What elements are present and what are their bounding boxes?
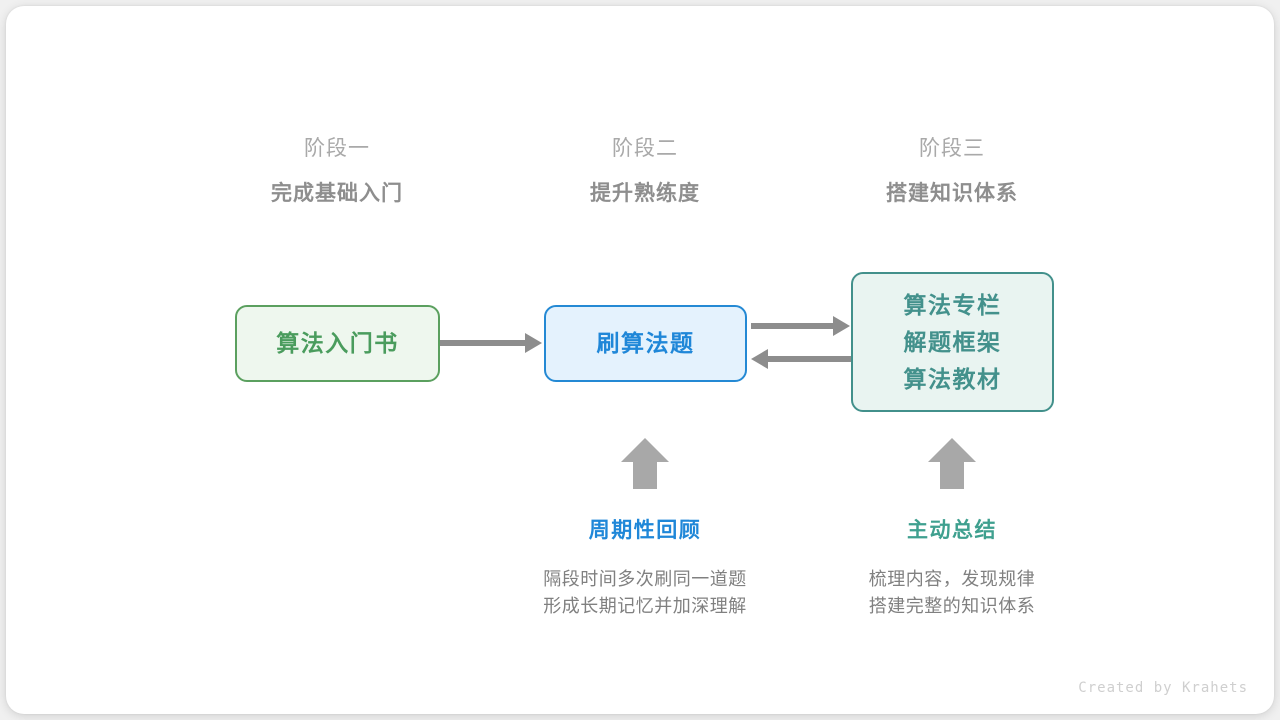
note-active-summary: 主动总结 梳理内容，发现规律 搭建完整的知识体系 — [802, 516, 1102, 620]
arrow-book-to-practice-head-icon — [525, 333, 542, 353]
node-resources-line-3: 算法教材 — [903, 365, 1002, 392]
credit-text: Created by Krahets — [1078, 680, 1248, 696]
arrow-up-review-icon — [619, 436, 671, 491]
stage-2-name: 阶段二 — [612, 137, 678, 160]
stage-header-2: 阶段二 提升熟练度 — [505, 134, 785, 210]
arrow-up-summary-icon — [926, 436, 978, 491]
note-active-summary-desc: 梳理内容，发现规律 搭建完整的知识体系 — [802, 566, 1102, 620]
note-periodic-review-desc: 隔段时间多次刷同一道题 形成长期记忆并加深理解 — [495, 566, 795, 620]
stage-header-1: 阶段一 完成基础入门 — [197, 134, 477, 210]
stage-2-title: 提升熟练度 — [590, 182, 700, 205]
node-practice-problems[interactable]: 刷算法题 — [544, 305, 747, 382]
arrow-practice-to-resources-shaft — [751, 323, 835, 329]
note-active-summary-desc-line-2: 搭建完整的知识体系 — [868, 596, 1036, 616]
arrow-resources-to-practice-head-icon — [751, 349, 768, 369]
stage-1-title: 完成基础入门 — [271, 182, 403, 205]
node-resources-line-1: 算法专栏 — [903, 291, 1002, 318]
note-active-summary-title: 主动总结 — [907, 519, 997, 542]
node-resources-line-2: 解题框架 — [903, 328, 1002, 355]
note-periodic-review: 周期性回顾 隔段时间多次刷同一道题 形成长期记忆并加深理解 — [495, 516, 795, 620]
diagram-card: 阶段一 完成基础入门 阶段二 提升熟练度 阶段三 搭建知识体系 算法入门书 刷算… — [6, 6, 1274, 714]
node-intro-book-line-1: 算法入门书 — [276, 330, 399, 356]
arrow-resources-to-practice-shaft — [768, 356, 851, 362]
stage-3-title: 搭建知识体系 — [886, 182, 1018, 205]
node-resources[interactable]: 算法专栏 解题框架 算法教材 — [851, 272, 1054, 412]
arrow-book-to-practice-shaft — [440, 340, 527, 346]
note-periodic-review-desc-line-1: 隔段时间多次刷同一道题 — [543, 569, 747, 589]
node-intro-book[interactable]: 算法入门书 — [235, 305, 440, 382]
note-active-summary-desc-line-1: 梳理内容，发现规律 — [868, 569, 1036, 589]
note-periodic-review-desc-line-2: 形成长期记忆并加深理解 — [543, 596, 747, 616]
node-practice-line-1: 刷算法题 — [596, 330, 695, 356]
note-periodic-review-title: 周期性回顾 — [588, 519, 702, 542]
stage-1-name: 阶段一 — [304, 137, 370, 160]
arrow-practice-to-resources-head-icon — [833, 316, 850, 336]
stage-header-3: 阶段三 搭建知识体系 — [812, 134, 1092, 210]
stage-3-name: 阶段三 — [919, 137, 985, 160]
